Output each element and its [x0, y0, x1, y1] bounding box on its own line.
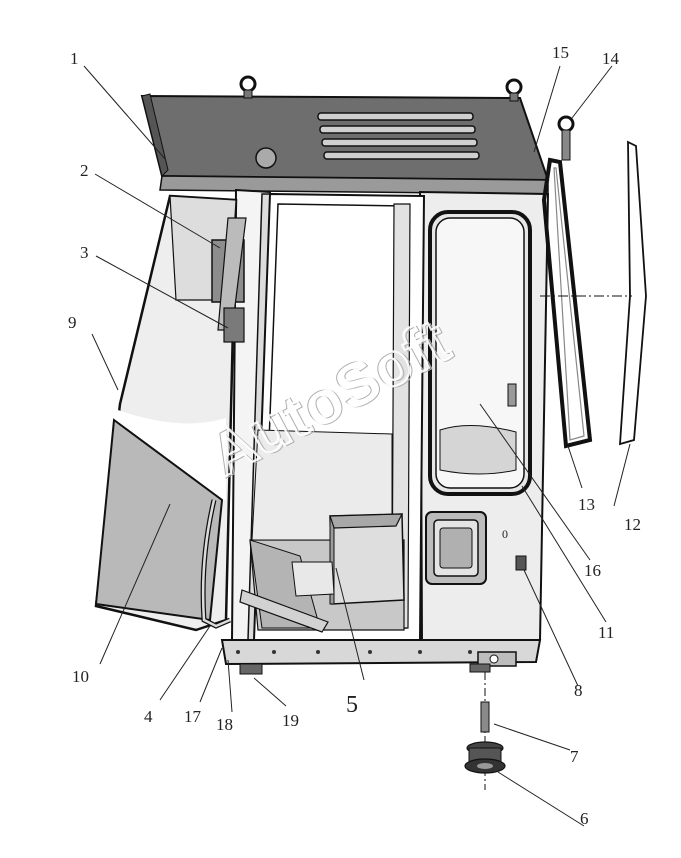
callout-15: 15 [552, 43, 569, 62]
door-handle-pocket [425, 511, 487, 585]
front-windshield [94, 194, 247, 632]
lifting-eye-right [505, 78, 523, 102]
svg-text:0: 0 [502, 527, 508, 541]
callout-11: 11 [598, 623, 614, 642]
callout-labels: 1 2 3 4 5 6 7 8 9 10 11 12 13 14 15 16 1… [68, 43, 641, 828]
callout-5: 5 [346, 692, 358, 718]
window-seal [541, 157, 593, 449]
callout-17: 17 [184, 707, 202, 726]
callout-19: 19 [282, 711, 299, 730]
seat-box [329, 513, 405, 605]
callout-14: 14 [602, 49, 620, 68]
window-glass [540, 140, 647, 446]
side-window [428, 210, 532, 496]
callout-18: 18 [216, 715, 233, 734]
callout-6: 6 [580, 809, 589, 828]
callout-13: 13 [578, 495, 595, 514]
callout-4: 4 [144, 707, 153, 726]
leader-lines [83, 65, 631, 827]
callout-16: 16 [584, 561, 601, 580]
callout-3: 3 [80, 243, 89, 262]
door-latch [515, 555, 527, 571]
callout-7: 7 [570, 747, 579, 766]
lifting-eye-bolt [557, 115, 575, 161]
roof-vents [317, 112, 480, 160]
callout-10: 10 [72, 667, 89, 686]
lifting-eye-left [239, 75, 257, 99]
wiper-assembly [211, 217, 247, 343]
cab-roof [140, 75, 550, 195]
callout-1: 1 [70, 49, 79, 68]
roof-boss [255, 147, 277, 169]
callout-9: 9 [68, 313, 77, 332]
callout-2: 2 [80, 161, 89, 180]
callout-12: 12 [624, 515, 641, 534]
callout-8: 8 [574, 681, 583, 700]
shock-damper [464, 672, 506, 790]
